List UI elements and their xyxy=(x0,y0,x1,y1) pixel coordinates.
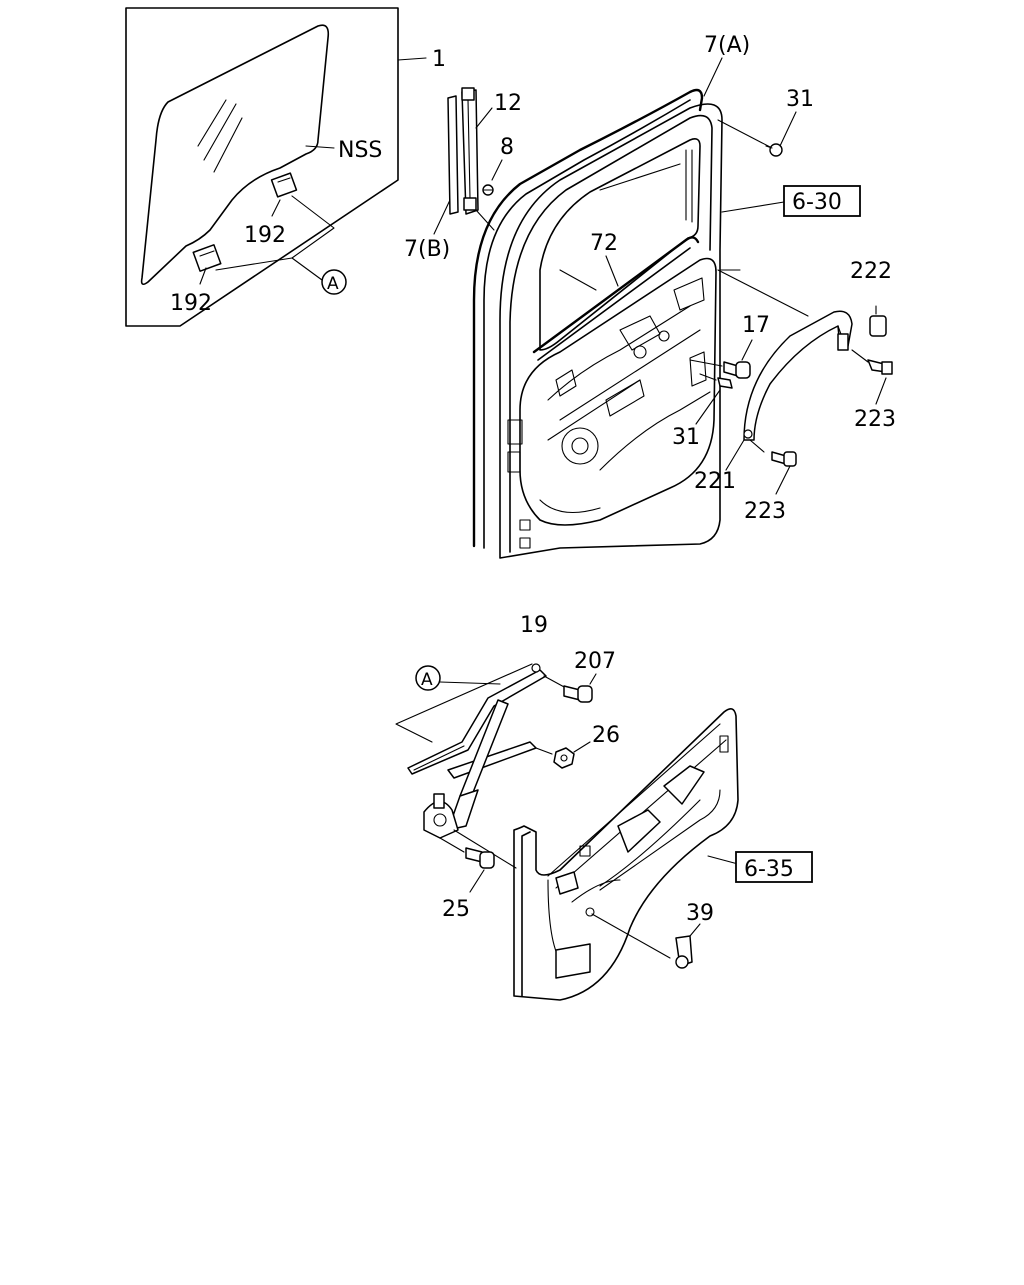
bolt-25 xyxy=(465,847,495,893)
clip-39 xyxy=(675,923,701,969)
screw-223-bottom xyxy=(771,451,797,495)
label-screw-223-right: 223 xyxy=(854,407,896,432)
label-bracket-221: 221 xyxy=(694,469,736,494)
window-regulator xyxy=(395,663,567,869)
belt-seal-72 xyxy=(532,236,700,354)
label-run-7b: 7(B) xyxy=(404,237,450,262)
label-ref-a-top: A xyxy=(327,274,339,294)
glass-clip-upper xyxy=(270,172,298,198)
ref-box-6-35 xyxy=(735,851,813,883)
clip-31-top xyxy=(765,111,797,157)
glass-clip-lower xyxy=(192,244,222,272)
bolt-207 xyxy=(563,673,597,703)
label-seal-72: 72 xyxy=(590,231,618,256)
door-frame xyxy=(499,103,723,559)
glass-run-channel xyxy=(433,87,503,235)
door-trim-panel xyxy=(513,708,739,1001)
label-channel-12: 12 xyxy=(494,91,522,116)
cap-222 xyxy=(869,305,887,337)
ref-box-6-30 xyxy=(783,185,861,217)
door-glass xyxy=(140,24,330,286)
label-clip-192-lower: 192 xyxy=(170,291,212,316)
label-screw-223-bottom: 223 xyxy=(744,499,786,524)
label-ref-6-35: 6-35 xyxy=(744,857,794,882)
label-ref-a-bottom: A xyxy=(421,670,433,690)
clip-31-mid xyxy=(695,373,733,425)
label-bolt-17: 17 xyxy=(742,313,770,338)
label-weatherstrip-7a: 7(A) xyxy=(704,33,750,58)
label-ref-6-30: 6-30 xyxy=(792,190,842,215)
label-bolt-207: 207 xyxy=(574,649,616,674)
label-clip-31-top: 31 xyxy=(786,87,814,112)
screw-8 xyxy=(482,184,494,196)
screw-223-right xyxy=(851,349,893,405)
label-bracket-19: 19 xyxy=(520,613,548,638)
ref-marker-a-bottom xyxy=(415,665,441,691)
label-bolt-25: 25 xyxy=(442,897,470,922)
label-cap-222: 222 xyxy=(850,259,892,284)
ref-marker-a-top xyxy=(321,269,347,295)
label-screw-8: 8 xyxy=(500,135,514,160)
label-nss: NSS xyxy=(338,138,382,163)
door-assembly-upper xyxy=(472,57,785,559)
label-nut-26: 26 xyxy=(592,723,620,748)
mirror-arm-bracket-221 xyxy=(717,269,853,471)
bolt-17 xyxy=(689,339,753,379)
label-glass-1: 1 xyxy=(432,47,446,72)
label-clip-31-mid: 31 xyxy=(672,425,700,450)
label-clip-39: 39 xyxy=(686,901,714,926)
glass-inset-panel xyxy=(125,7,427,327)
label-clip-192-upper: 192 xyxy=(244,223,286,248)
nut-26 xyxy=(553,741,591,769)
weatherstrip-7a xyxy=(472,88,704,548)
